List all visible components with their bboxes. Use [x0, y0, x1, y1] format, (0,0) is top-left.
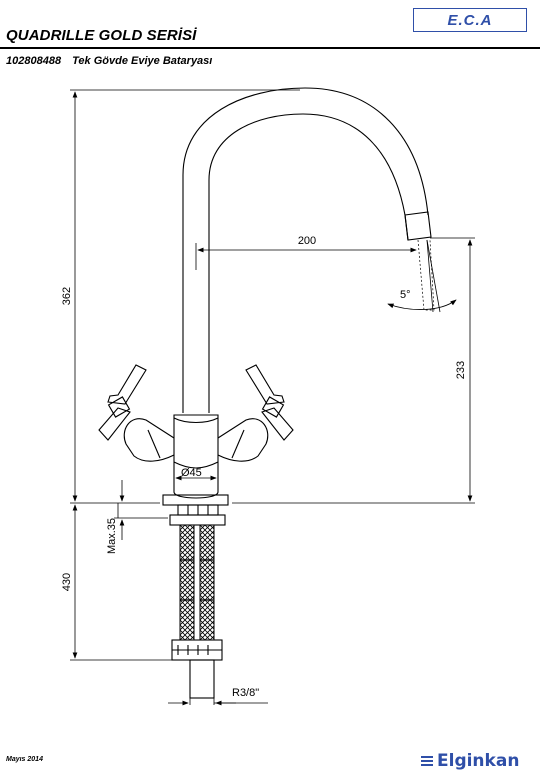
series-title: QUADRILLE GOLD SERİSİ — [6, 27, 197, 44]
elginkan-icon — [421, 755, 433, 767]
header-divider — [0, 47, 540, 49]
faucet-body — [173, 414, 219, 499]
dim-spout-height: 233 — [455, 361, 467, 379]
logo-text: E.C.A — [447, 11, 493, 29]
dim-max-thickness: Max.35 — [106, 518, 118, 554]
dim-spout-reach: 200 — [298, 235, 316, 247]
hose-left — [179, 524, 195, 641]
right-valve — [217, 418, 269, 462]
left-valve — [123, 418, 175, 462]
dim-body-diameter: Ø45 — [181, 467, 202, 479]
right-handle — [245, 364, 285, 405]
footer-date: Mayıs 2014 — [6, 756, 43, 763]
product-name: Tek Gövde Eviye Bataryası — [72, 55, 213, 67]
spout-inner — [208, 113, 406, 413]
elginkan-logo: Elginkan — [421, 751, 519, 771]
dim-total-height: 362 — [61, 287, 73, 305]
eca-logo: E.C.A — [413, 8, 527, 32]
dim-hose-length: 430 — [61, 573, 73, 591]
mounting-nut — [169, 514, 226, 526]
dim-angle: 5° — [400, 289, 411, 301]
spout-outer — [182, 87, 429, 413]
base-flange — [162, 494, 229, 506]
spout-tip — [404, 211, 432, 241]
hose-right — [199, 524, 215, 641]
product-code: 102808488 — [6, 55, 62, 67]
brand-name: Elginkan — [437, 751, 520, 771]
dim-thread: R3/8" — [232, 687, 259, 699]
left-handle — [107, 364, 147, 405]
product-subtitle: 102808488 Tek Gövde Eviye Bataryası — [6, 55, 220, 67]
